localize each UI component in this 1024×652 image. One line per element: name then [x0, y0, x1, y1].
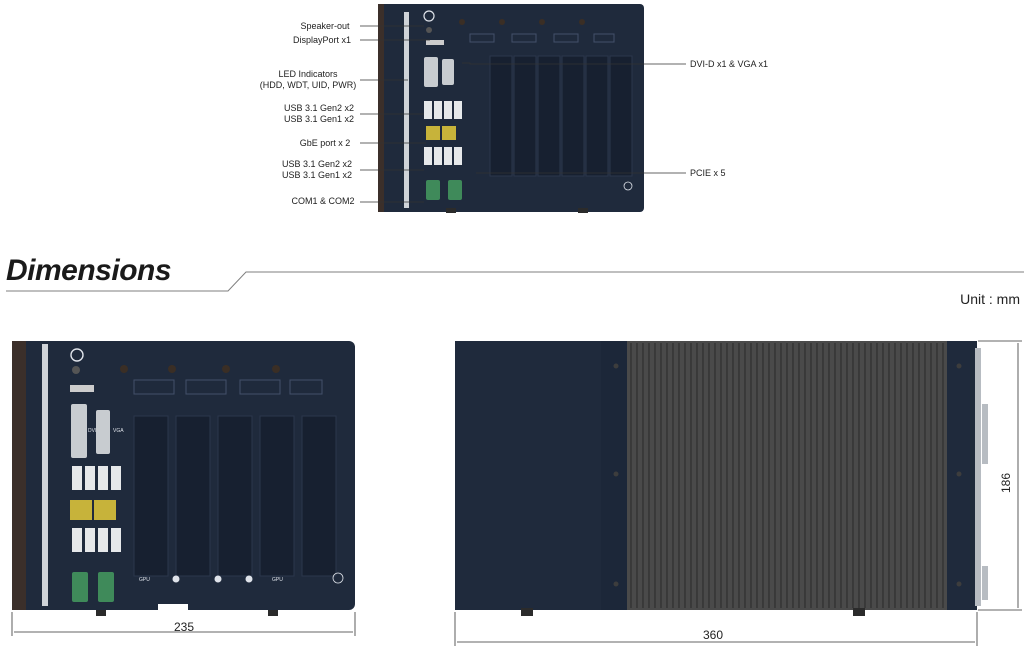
callout-com: COM1 & COM2 [291, 196, 355, 206]
speaker-jack-icon [72, 366, 80, 374]
side-width-dimension-line [454, 612, 978, 646]
callout-pcie: PCIE x 5 [690, 168, 726, 178]
callout-displayport: DisplayPort x1 [292, 35, 352, 45]
slot-label-gpu-right: GPU [272, 577, 283, 583]
section-divider [6, 271, 1024, 292]
callout-gbe: GbE port x 2 [299, 138, 351, 148]
callout-usb-upper: USB 3.1 Gen2 x2 USB 3.1 Gen1 x2 [278, 103, 360, 125]
top-front-panel [378, 4, 644, 213]
callout-dvi-vga: DVI-D x1 & VGA x1 [690, 59, 769, 69]
section-title: Dimensions [6, 254, 172, 287]
side-view [455, 341, 988, 616]
callout-led-line1: LED Indicators [278, 69, 338, 79]
callout-leader-lines [360, 25, 686, 203]
height-dimension-line [978, 340, 1022, 611]
ground-icon [332, 572, 344, 584]
callout-led-indicators: LED Indicators (HDD, WDT, UID, PWR) [258, 69, 358, 91]
callout-usb-upper-line2: USB 3.1 Gen1 x2 [283, 114, 355, 124]
callout-usb-lower-line1: USB 3.1 Gen2 x2 [281, 159, 353, 169]
callout-usb-lower-line2: USB 3.1 Gen1 x2 [281, 170, 353, 180]
front-view: GPU GPU DVI VGA [12, 341, 355, 616]
callout-usb-upper-line1: USB 3.1 Gen2 x2 [283, 103, 355, 113]
slot-label-gpu-left: GPU [139, 577, 150, 583]
callout-usb-lower: USB 3.1 Gen2 x2 USB 3.1 Gen1 x2 [276, 159, 358, 181]
port-label-dvi: DVI [88, 428, 96, 434]
dimension-front-width: 235 [174, 620, 195, 634]
front-width-dimension-line [11, 612, 356, 636]
power-button-icon [70, 348, 84, 362]
callout-speaker-out: Speaker-out [300, 21, 350, 31]
unit-label: Unit : mm [960, 291, 1020, 307]
port-label-vga: VGA [113, 428, 124, 434]
dimension-side-width: 360 [703, 628, 724, 642]
callout-led-line2: (HDD, WDT, UID, PWR) [259, 80, 357, 90]
